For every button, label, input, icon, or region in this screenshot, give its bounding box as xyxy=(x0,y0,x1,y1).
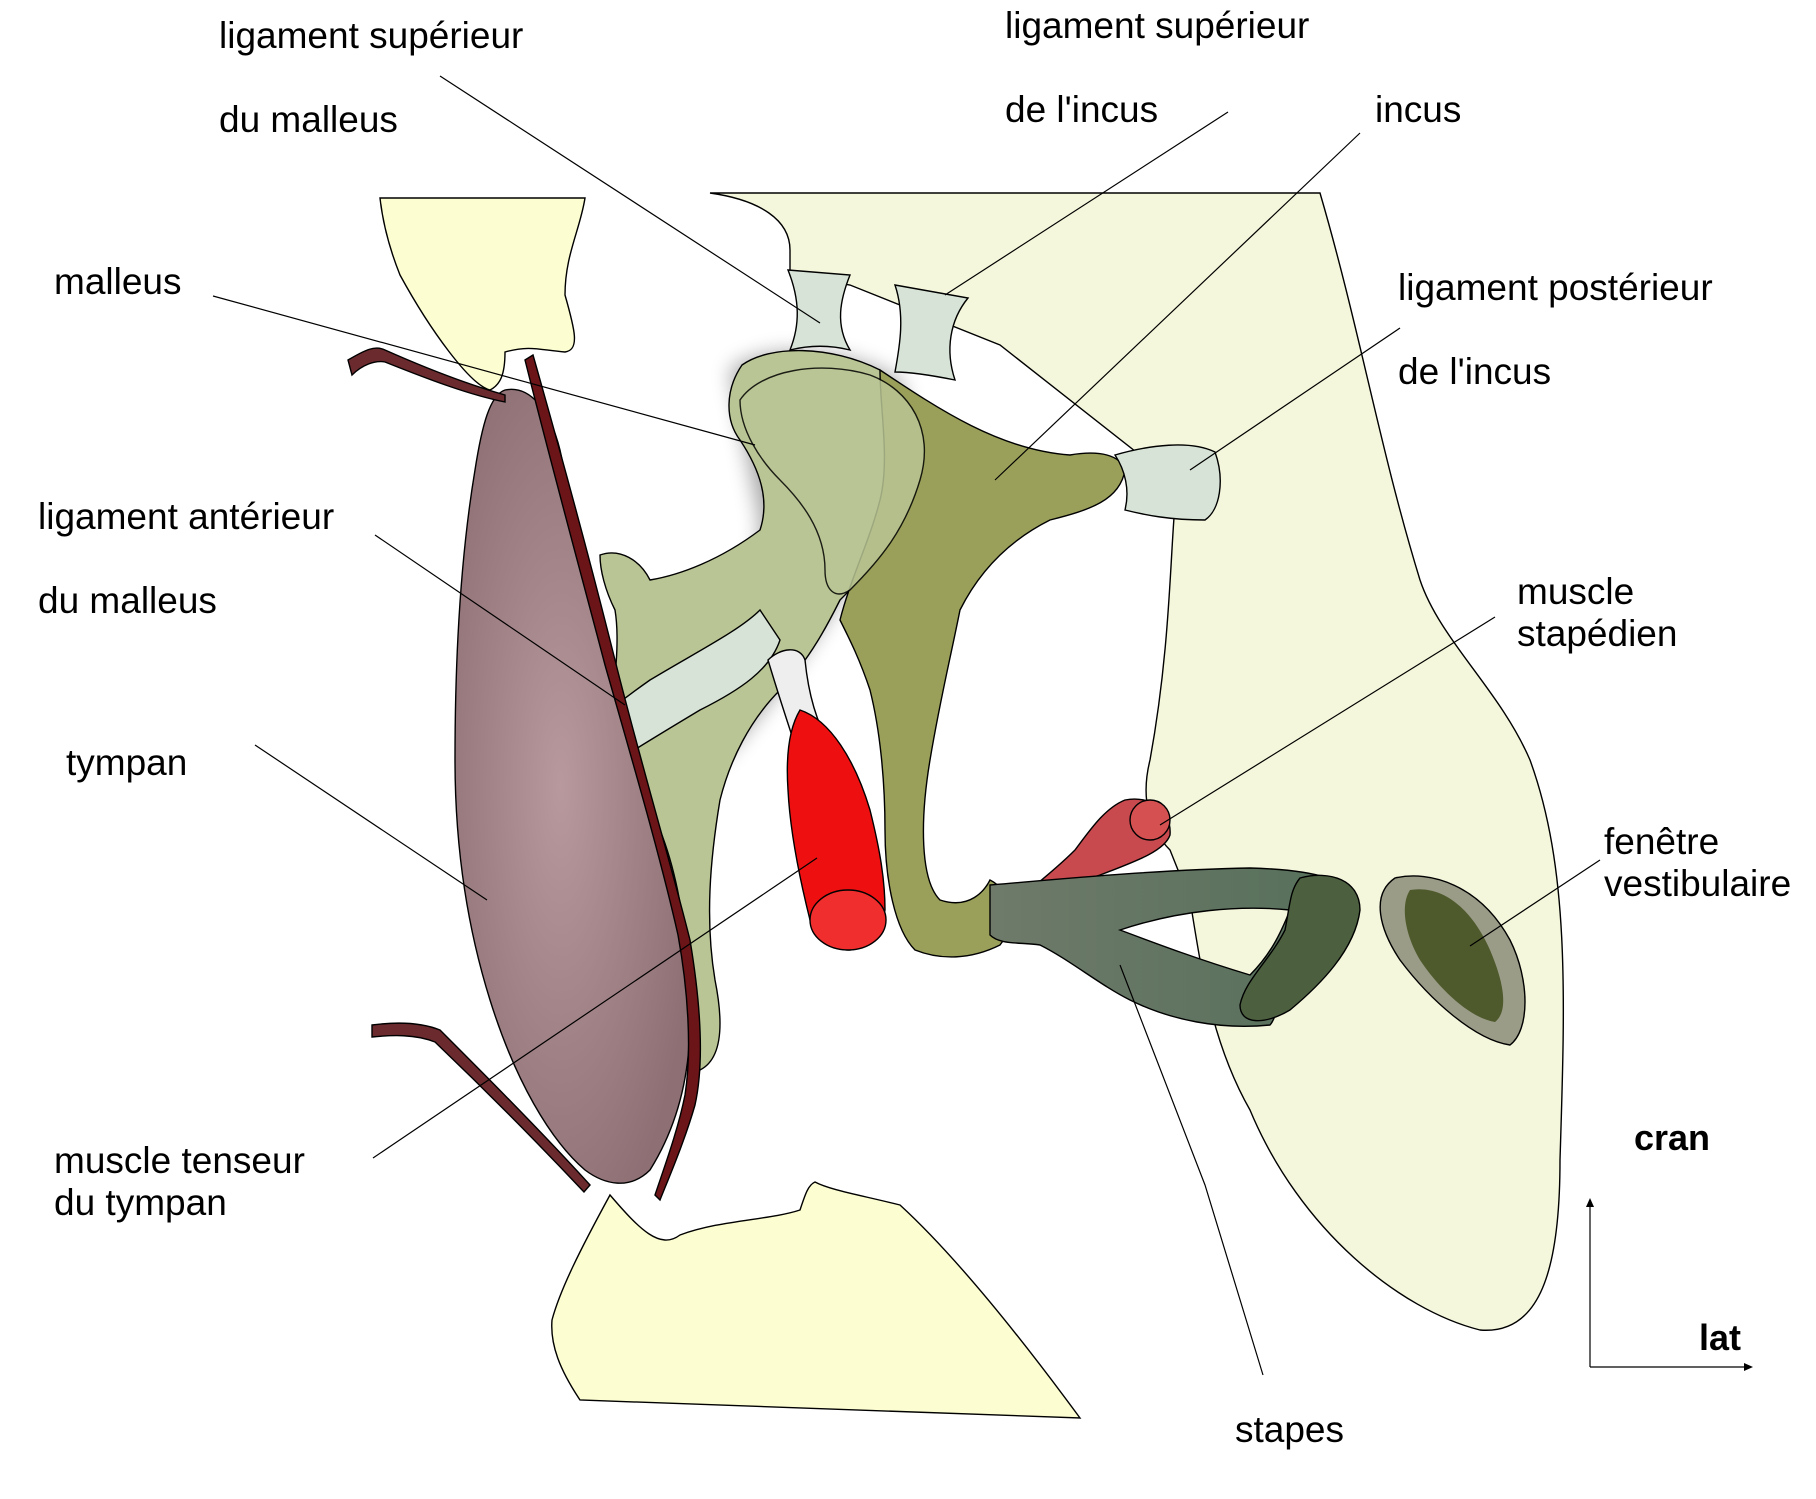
lower-bone xyxy=(551,1181,1082,1419)
ligament-superieur-malleus xyxy=(786,269,852,352)
leader-lig-sup-incus xyxy=(944,111,1229,296)
label-tenseur-2: du tympan xyxy=(54,1182,227,1223)
label-fenetre-2: vestibulaire xyxy=(1604,863,1791,904)
label-stapes: stapes xyxy=(1235,1409,1344,1450)
label-lig-sup-incus-1: ligament supérieur xyxy=(1005,5,1309,46)
label-lig-ant-malleus-1: ligament antérieur xyxy=(38,496,334,537)
leader-tympan xyxy=(254,744,488,901)
stapedien-end xyxy=(1129,799,1171,841)
axis-lat-arrow xyxy=(1744,1363,1753,1371)
ligament-posterieur-incus xyxy=(1113,444,1221,521)
cranial-wall xyxy=(709,192,1565,1331)
label-muscle-stapedien-2: stapédien xyxy=(1517,613,1677,654)
leader-lines xyxy=(212,75,1601,1376)
label-lig-sup-malleus-2: du malleus xyxy=(219,99,398,140)
label-lig-post-incus-2: de l'incus xyxy=(1398,351,1551,392)
tendon-upper xyxy=(347,347,506,403)
tympan-rim xyxy=(524,353,702,1202)
fenetre-footplate xyxy=(1404,889,1504,1022)
label-lig-post-incus-1: ligament postérieur xyxy=(1398,267,1713,308)
label-muscle-stapedien-1: muscle xyxy=(1517,571,1634,612)
stapes-footplate xyxy=(1239,874,1361,1022)
leader-lig-post-incus xyxy=(1189,327,1401,471)
leader-tenseur xyxy=(372,857,818,1159)
leader-lig-sup-malleus xyxy=(439,75,821,324)
leader-fenetre xyxy=(1469,859,1601,947)
tendon-lower xyxy=(371,1022,591,1194)
label-tympan: tympan xyxy=(66,742,187,783)
orientation-axes: cran lat xyxy=(1586,1117,1753,1371)
label-lig-sup-malleus-1: ligament supérieur xyxy=(219,15,523,56)
label-lig-ant-malleus-2: du malleus xyxy=(38,580,217,621)
leader-incus xyxy=(994,132,1361,481)
label-malleus: malleus xyxy=(54,261,182,302)
axis-lat-label: lat xyxy=(1699,1317,1741,1358)
ligament-superieur-incus xyxy=(893,284,970,381)
leader-malleus xyxy=(212,295,756,446)
label-tenseur-1: muscle tenseur xyxy=(54,1140,305,1181)
axis-cran-arrow xyxy=(1586,1198,1594,1207)
leader-lig-ant-malleus xyxy=(374,534,626,706)
label-fenetre-1: fenêtre xyxy=(1604,821,1719,862)
axis-cran-label: cran xyxy=(1634,1117,1710,1158)
label-incus: incus xyxy=(1375,89,1461,130)
leader-stapes xyxy=(1119,964,1264,1376)
malleus-head xyxy=(739,367,925,595)
tenseur-muscle-end xyxy=(809,889,887,951)
upper-bone xyxy=(379,197,586,391)
leader-muscle-stapedien xyxy=(1159,616,1496,826)
incus xyxy=(839,368,1126,958)
label-lig-sup-incus-2: de l'incus xyxy=(1005,89,1158,130)
labels: ligament supérieur du malleus ligament s… xyxy=(38,5,1791,1450)
